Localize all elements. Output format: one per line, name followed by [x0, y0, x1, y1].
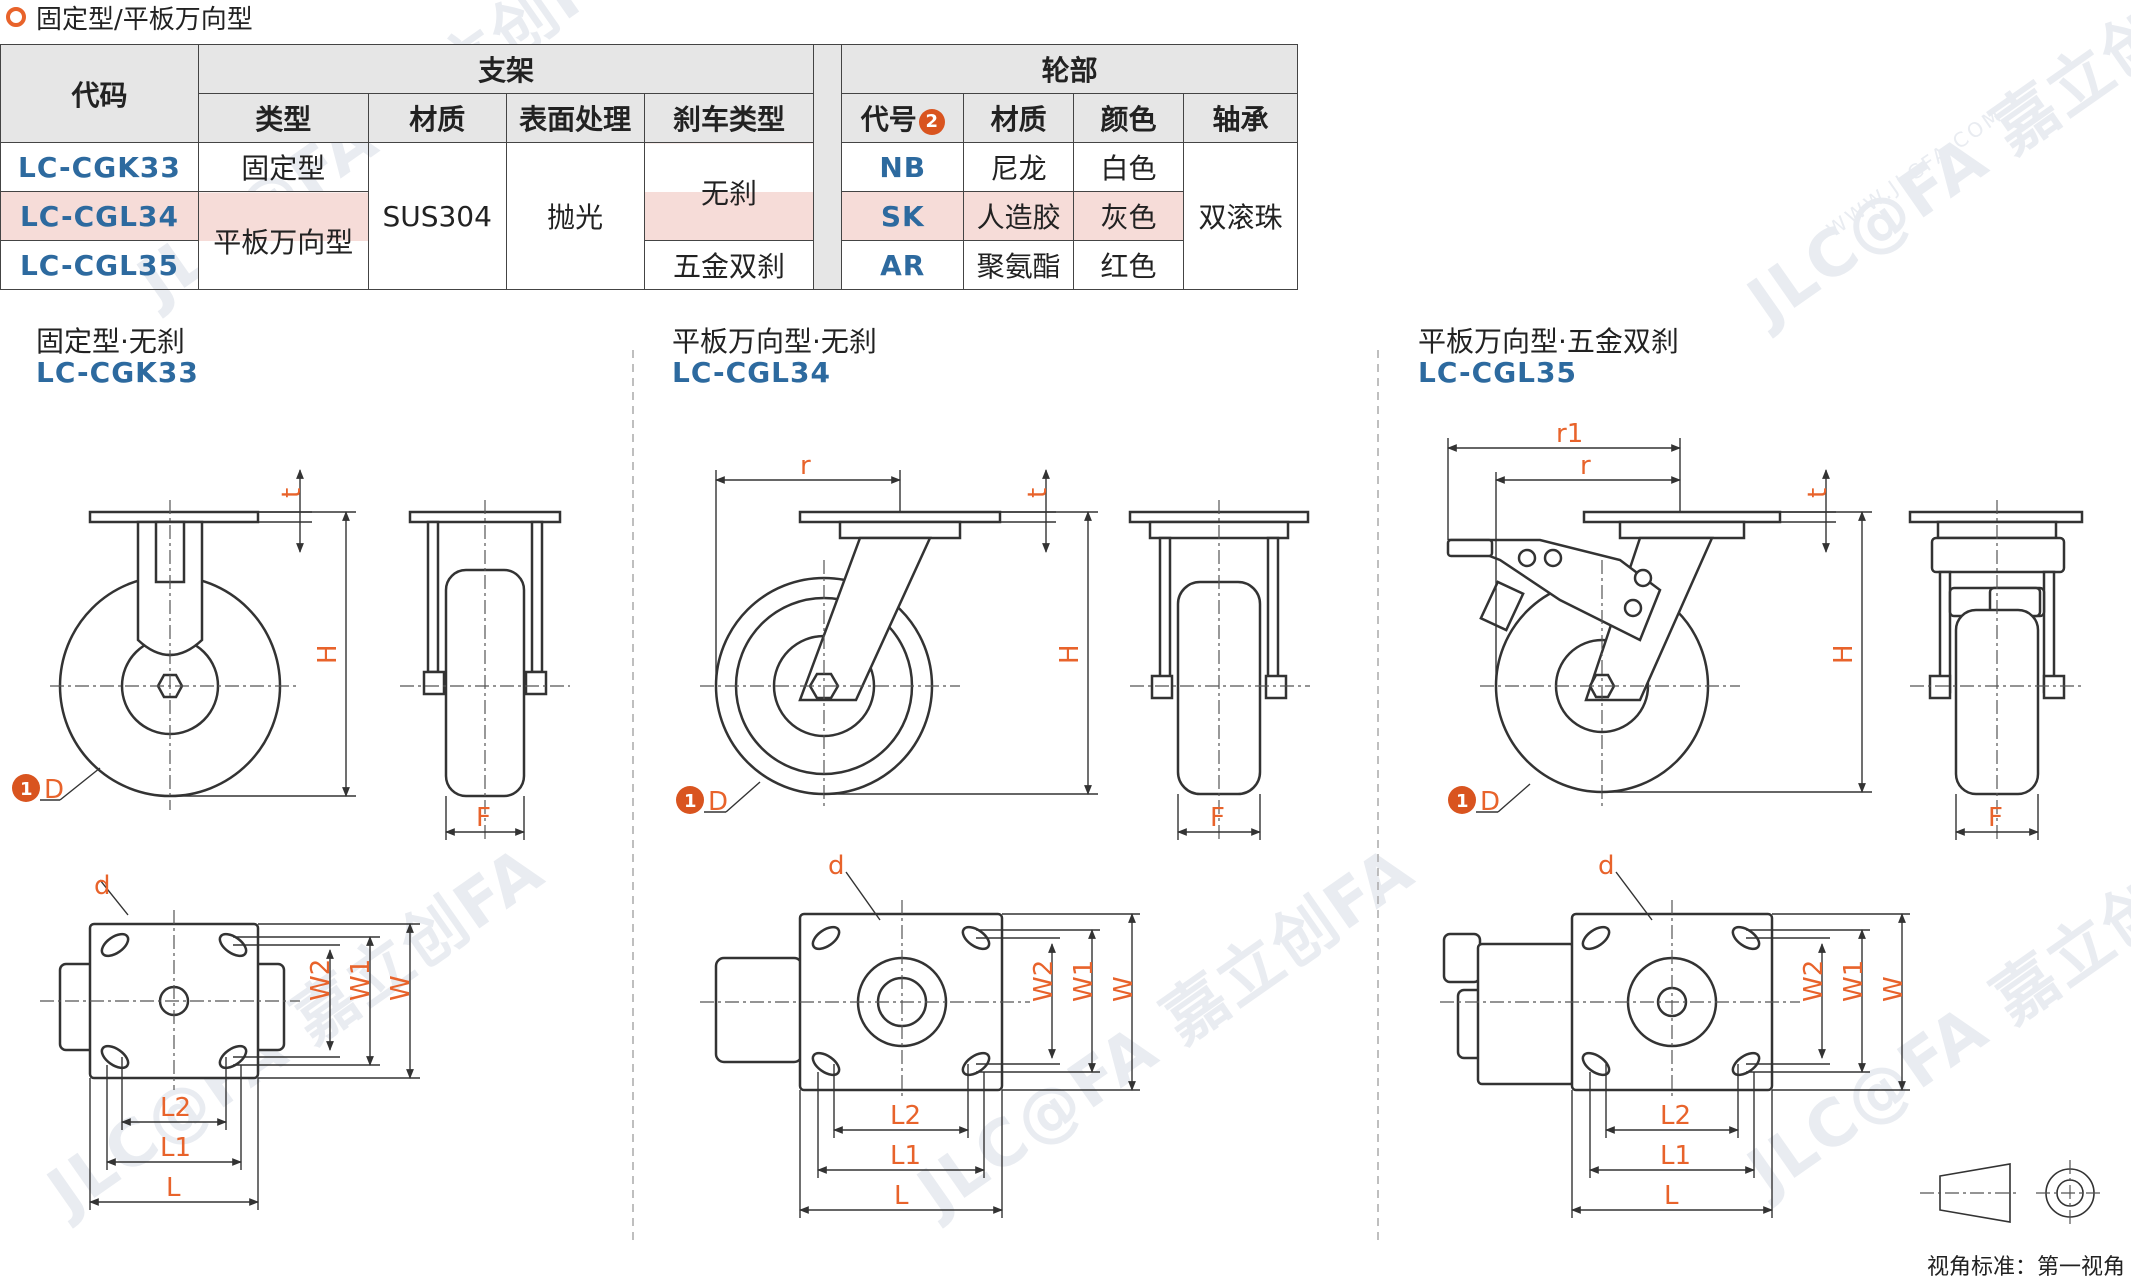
dim-H: H: [1055, 644, 1085, 664]
dim-D: D: [44, 775, 64, 805]
badge-1: 1: [684, 791, 697, 812]
cgk33-side-view: t H 1 D: [12, 469, 356, 810]
cgl34-top-view: d W W1 W2 L L1 L2: [700, 851, 1140, 1218]
badge-1: 1: [1456, 791, 1469, 812]
dim-W: W: [386, 975, 416, 1001]
code-cell: LC-CGL34: [0, 191, 199, 241]
dim-F: F: [1210, 803, 1225, 833]
dim-D: D: [1480, 787, 1500, 817]
wheel-code-cell: NB: [841, 142, 965, 192]
dim-r1: r1: [1556, 419, 1583, 449]
cgl35-front-view: F: [1908, 500, 2085, 840]
dim-t: t: [1023, 488, 1053, 498]
dim-W2: W2: [1029, 960, 1059, 1002]
type-cell: 平板万向型: [197, 191, 369, 290]
wheel-code-cell: SK: [841, 191, 965, 241]
dim-H: H: [313, 644, 343, 664]
wheel-color-cell: 白色: [1073, 142, 1184, 192]
header-surface: 表面处理: [505, 93, 645, 143]
section-title: 固定型/平板万向型: [36, 4, 253, 35]
cgl35-side-view: r1 r t H 1 D: [1446, 419, 1872, 817]
dim-W2: W2: [1799, 960, 1829, 1002]
dim-d: d: [94, 871, 111, 901]
header-bracket: 支架: [197, 44, 815, 94]
badge-1: 1: [20, 779, 33, 800]
dim-r: r: [800, 451, 811, 481]
dim-W: W: [1109, 976, 1139, 1002]
variant-code: LC-CGL35: [1418, 356, 1577, 389]
header-wheel: 轮部: [841, 44, 1298, 94]
dim-L1: L1: [1660, 1141, 1691, 1171]
variant-title: 固定型·无刹: [36, 325, 185, 358]
cgk33-top-view: d W W1 W2 L L1 L2: [40, 871, 420, 1210]
first-angle-projection-icon: [1920, 1160, 2104, 1226]
header-wheel-material: 材质: [963, 93, 1075, 143]
brake-cell: 无刹: [643, 142, 815, 241]
dim-L: L: [166, 1173, 181, 1203]
wheel-color-cell: 灰色: [1073, 191, 1184, 241]
code-cell: LC-CGK33: [0, 142, 199, 192]
bearing-cell: 双滚珠: [1183, 142, 1298, 290]
header-code: 代码: [0, 44, 199, 143]
dim-L1: L1: [160, 1133, 191, 1163]
wheel-color-cell: 红色: [1073, 240, 1184, 290]
dim-W1: W1: [1839, 960, 1869, 1002]
dim-d: d: [1598, 851, 1615, 881]
dim-L: L: [1664, 1181, 1679, 1211]
dim-d: d: [828, 851, 845, 881]
wheel-material-cell: 聚氨酯: [963, 240, 1075, 290]
dim-t: t: [277, 488, 307, 498]
dim-H: H: [1829, 644, 1859, 664]
dim-L2: L2: [890, 1101, 921, 1131]
dim-W1: W1: [346, 959, 376, 1001]
cgl34-front-view: F: [1128, 500, 1310, 840]
dim-W: W: [1879, 976, 1909, 1002]
dim-F: F: [476, 803, 491, 833]
dim-L2: L2: [160, 1093, 191, 1123]
dim-L2: L2: [1660, 1101, 1691, 1131]
variant-title: 平板万向型·五金双刹: [1418, 325, 1679, 358]
dim-D: D: [708, 787, 728, 817]
cgk33-front-view: F: [400, 500, 570, 840]
badge-2: 2: [918, 109, 945, 135]
section-header: 固定型/平板万向型: [0, 0, 253, 35]
dim-t: t: [1803, 488, 1833, 498]
code-cell: LC-CGL35: [0, 240, 199, 290]
variant-title: 平板万向型·无刹: [672, 325, 877, 358]
material-cell: SUS304: [367, 142, 507, 290]
dim-W1: W1: [1069, 960, 1099, 1002]
dim-r: r: [1580, 451, 1591, 481]
header-color: 颜色: [1073, 93, 1184, 143]
header-type: 类型: [197, 93, 369, 143]
brake-cell: 五金双刹: [643, 240, 815, 290]
cgl35-top-view: d W W1 W2 L L1 L2: [1440, 851, 1910, 1218]
cgl34-side-view: r t H 1 D: [676, 451, 1098, 817]
wheel-code-cell: AR: [841, 240, 965, 290]
circle-bullet-icon: [6, 7, 26, 27]
view-standard-note: 视角标准：第一视角: [1926, 1255, 2125, 1280]
dim-F: F: [1988, 803, 2003, 833]
header-brake: 刹车类型: [643, 93, 815, 143]
dim-W2: W2: [306, 959, 336, 1001]
column-gap: [813, 44, 843, 290]
variant-code: LC-CGL34: [672, 356, 831, 389]
dim-L1: L1: [890, 1141, 921, 1171]
dim-L: L: [894, 1181, 909, 1211]
variant-code: LC-CGK33: [36, 356, 199, 389]
wheel-material-cell: 人造胶: [963, 191, 1075, 241]
header-material: 材质: [367, 93, 507, 143]
